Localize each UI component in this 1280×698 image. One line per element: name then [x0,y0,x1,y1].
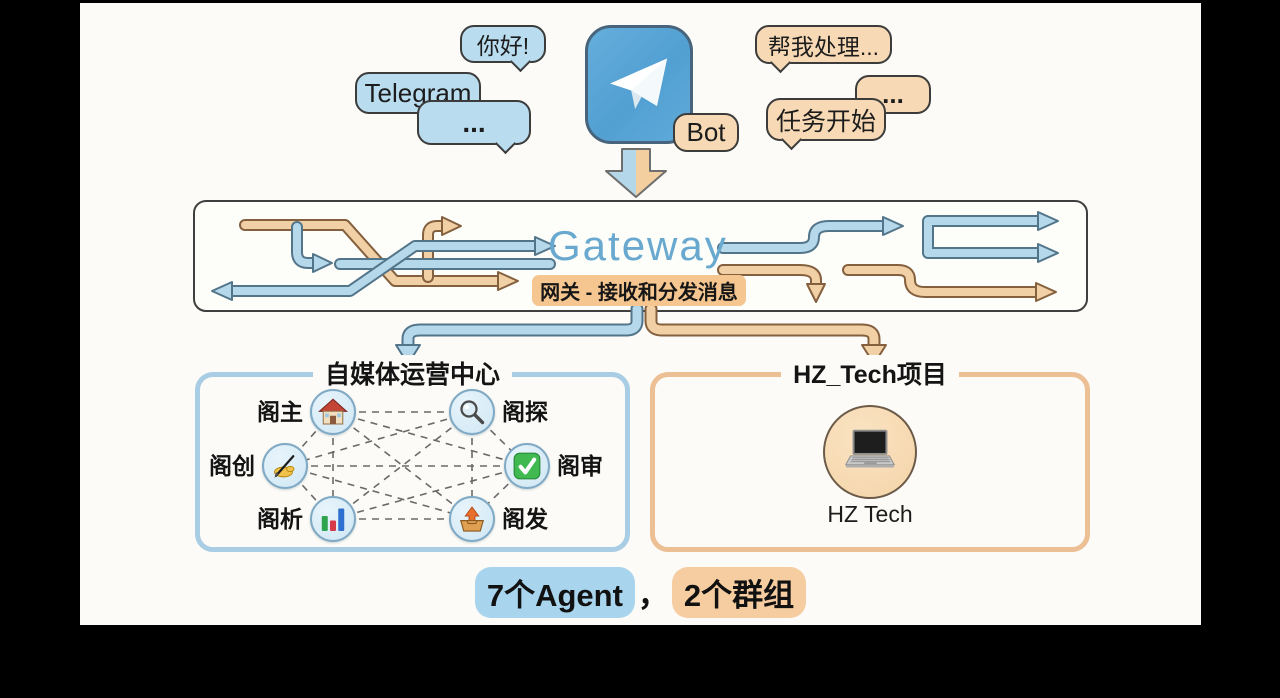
hztech-label: HZ Tech [827,501,913,527]
agent-gexi: 阁析 [257,496,356,542]
paper-plane-icon [610,57,668,109]
agent-label: 阁析 [257,506,303,532]
speech-bubble-task: 任务开始 [766,98,886,141]
telegram-to-gateway-arrow [605,148,667,198]
outbox-icon [460,506,484,532]
agent-node [449,496,495,542]
bubble-text: 帮我处理... [767,33,880,60]
agent-label: 阁审 [557,453,603,479]
agent-node [449,389,495,435]
gateway-subtitle: 网关 - 接收和分发消息 [532,275,746,306]
bar-chart-icon [321,508,345,531]
agent-label: 阁主 [257,399,303,425]
telegram-logo [585,25,693,144]
agent-gezhu: 阁主 [257,389,356,435]
hztech-node [823,405,917,499]
agent-label: 阁创 [209,453,255,479]
bubble-text: ... [882,79,904,109]
agent-label: 阁探 [502,399,548,425]
agent-label: 阁发 [502,506,548,532]
gateway-subtitle-text: 网关 - 接收和分发消息 [540,282,738,304]
whiteboard-canvas: 你好! Telegram ... 帮我处理... ... 任务开始 Bot Ga… [80,3,1201,625]
gateway-title: Gateway [548,222,728,269]
group-count-highlight: 2个群组 [671,567,807,618]
caption-comma: ， [637,578,669,613]
group-title-text: 自媒体运营中心 [312,355,512,391]
agent-gechuang: 阁创 [209,443,308,489]
summary-caption: 7个Agent ， 2个群组 [80,567,1201,618]
agent-node [504,443,550,489]
agent-count-highlight: 7个Agent [474,567,635,618]
agent-node [262,443,308,489]
group-title-hztech: HZ_Tech项目 [650,355,1090,391]
writing-hand-icon [274,455,295,478]
group-title-text: HZ_Tech项目 [781,355,959,391]
agent-gefa: 阁发 [449,496,548,542]
search-icon [460,400,485,425]
group-title-media-center: 自媒体运营中心 [195,355,630,391]
speech-bubble-help: 帮我处理... [755,25,892,64]
agent-node [310,389,356,435]
laptop-icon [844,429,896,468]
speech-bubble-dots-left: ... [417,100,531,145]
bubble-text: ... [462,106,486,138]
bot-label: Bot [673,113,739,152]
speech-bubble-hello: 你好! [460,25,546,63]
agent-getan: 阁探 [449,389,548,435]
bubble-text: 你好! [476,33,530,59]
bubble-text: 任务开始 [775,107,876,136]
check-icon [513,452,541,480]
house-icon [318,398,348,425]
agent-node [310,496,356,542]
bubble-text: Bot [686,117,726,147]
agent-geshen: 阁审 [504,443,603,489]
